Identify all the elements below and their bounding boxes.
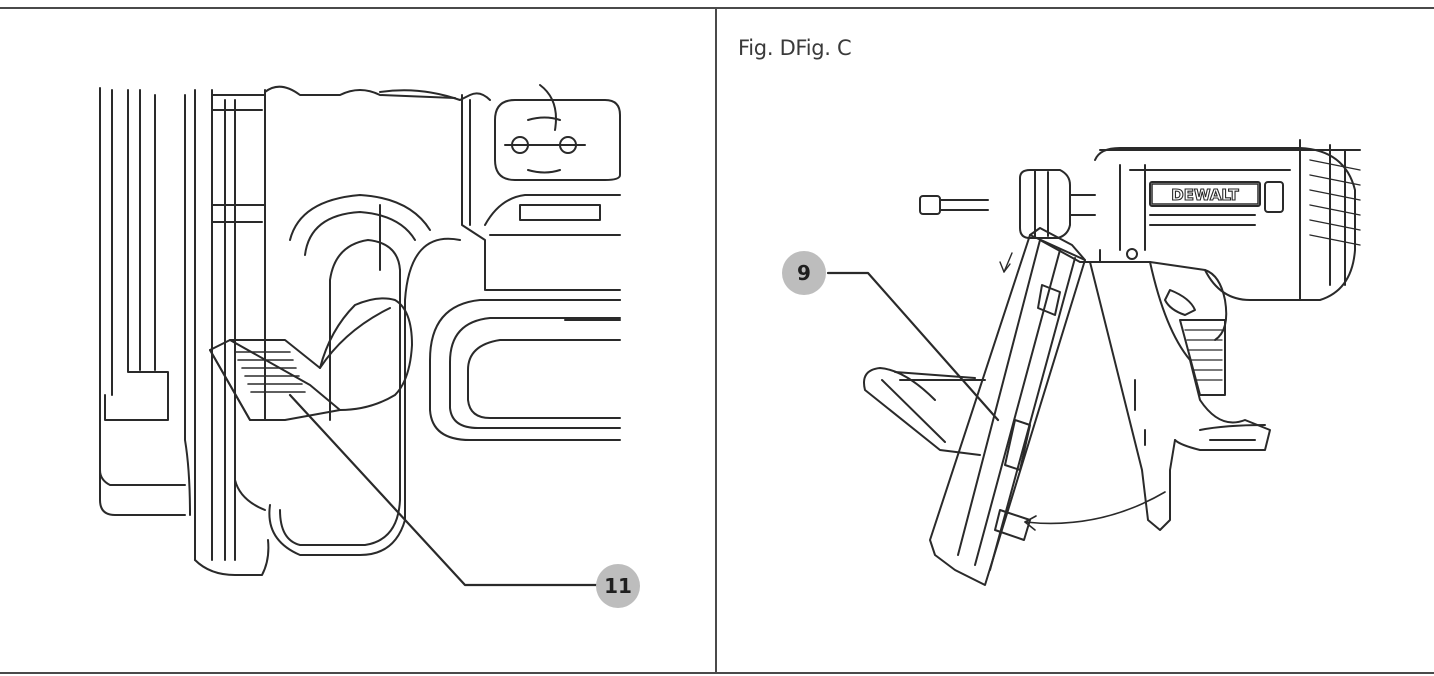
callout-9: 9 [782, 251, 826, 295]
left-panel-illustration [99, 84, 621, 587]
figure-label: Fig. DFig. C [738, 36, 852, 60]
callout-11-number: 11 [604, 574, 632, 598]
callout-9-number: 9 [797, 261, 811, 285]
top-rule [0, 7, 1434, 9]
dewalt-logo: DEWALT [1151, 183, 1259, 205]
dewalt-logo-text: DEWALT [1171, 186, 1239, 204]
panel-divider [715, 8, 717, 674]
callout-11: 11 [596, 564, 640, 608]
bottom-rule [0, 672, 1434, 674]
